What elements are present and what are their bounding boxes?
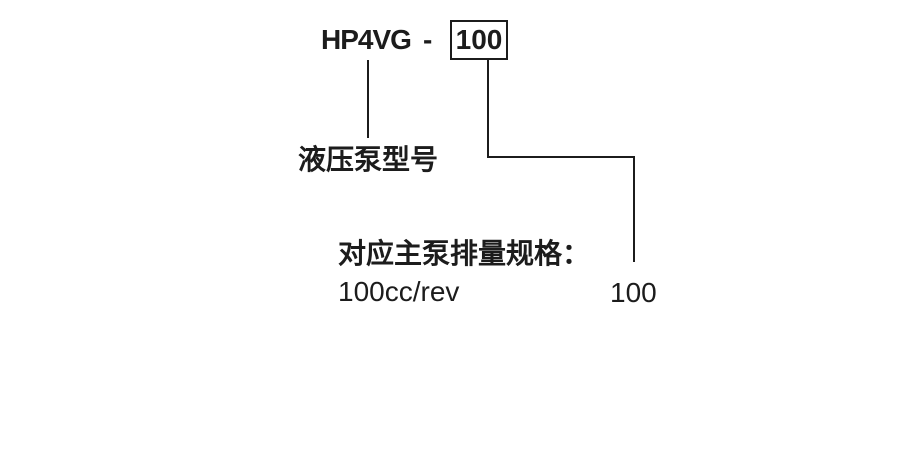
displacement-spec-heading: 对应主泵排量规格： (338, 238, 591, 269)
size-code-leader-line-horizontal (487, 156, 635, 158)
model-prefix-text: HP4VG (321, 24, 412, 55)
size-code-leader-line-vertical-top (487, 60, 489, 158)
pump-model-leader-line (367, 60, 369, 138)
code-separator-dash: - (423, 24, 433, 55)
size-code-text: 100 (455, 24, 503, 55)
size-code-leader-line-vertical-bottom (633, 156, 635, 262)
pump-model-label: 液压泵型号 (298, 144, 439, 175)
displacement-spec-value: 100cc/rev (338, 276, 460, 307)
displacement-code-value: 100 (610, 277, 657, 308)
size-code-box: 100 (450, 20, 508, 60)
